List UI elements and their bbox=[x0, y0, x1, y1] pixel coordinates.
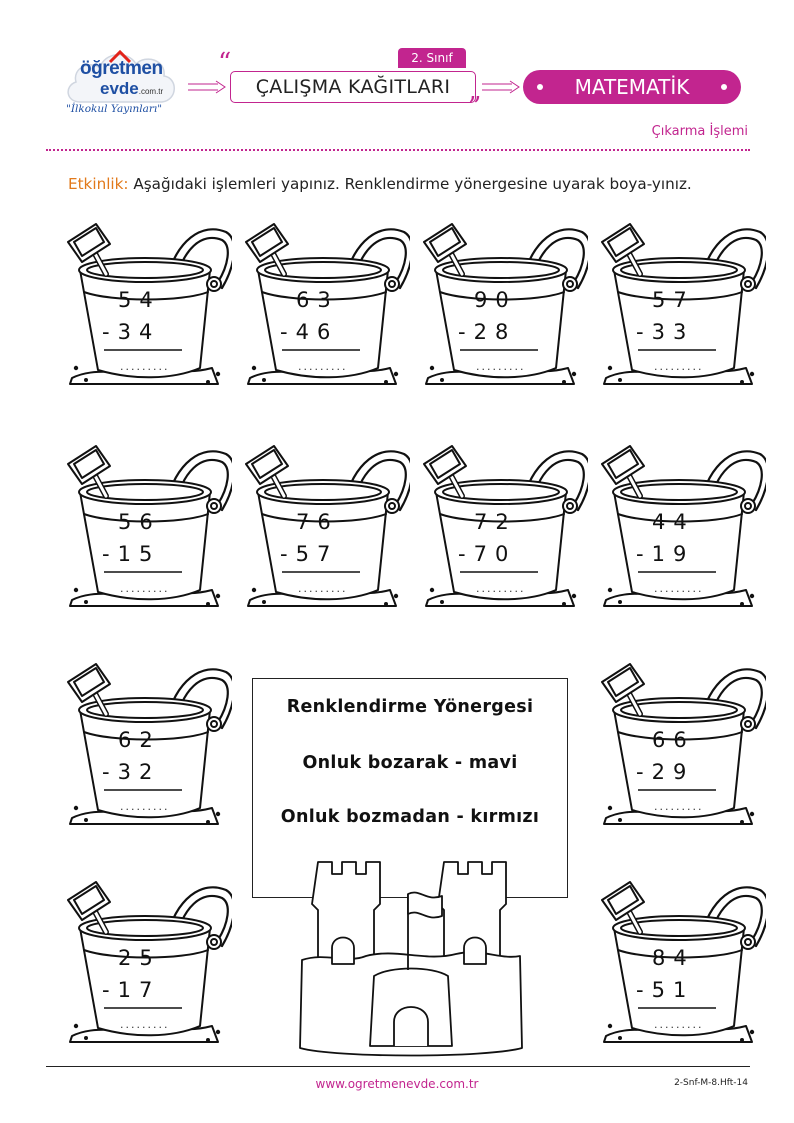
subtrahend: -32 bbox=[102, 760, 161, 784]
footer-url[interactable]: www.ogretmenevde.com.tr bbox=[315, 1077, 479, 1091]
answer-blank[interactable]: ......... bbox=[654, 800, 704, 813]
board-rule-2: Onluk bozmadan - kırmızı bbox=[280, 807, 540, 827]
answer-line bbox=[104, 349, 182, 351]
minuend: 57 bbox=[652, 288, 695, 312]
page-title: ÇALIŞMA KAĞITLARI bbox=[230, 71, 476, 103]
instruction-label: Etkinlik: bbox=[68, 175, 129, 193]
minuend: 66 bbox=[652, 728, 695, 752]
answer-blank[interactable]: ......... bbox=[654, 582, 704, 595]
subject-badge: MATEMATİK bbox=[523, 70, 741, 104]
bucket-problem: 44 -19......... bbox=[596, 440, 766, 610]
minuend: 84 bbox=[652, 946, 695, 970]
coloring-instructions-board: Renklendirme Yönergesi Onluk bozarak - m… bbox=[252, 678, 568, 898]
page-code: 2-Snf-M-8.Hft-14 bbox=[674, 1078, 748, 1088]
answer-blank[interactable]: ......... bbox=[120, 800, 170, 813]
answer-line bbox=[282, 571, 360, 573]
subtrahend: -15 bbox=[102, 542, 161, 566]
subtrahend: -70 bbox=[458, 542, 517, 566]
answer-blank[interactable]: ......... bbox=[120, 1018, 170, 1031]
topic-label: Çıkarma İşlemi bbox=[651, 124, 748, 139]
answer-line bbox=[638, 1007, 716, 1009]
minuend: 72 bbox=[474, 510, 517, 534]
bucket-problem: 62 -32......... bbox=[62, 658, 232, 828]
bucket-problem: 54 -34......... bbox=[62, 218, 232, 388]
answer-blank[interactable]: ......... bbox=[476, 360, 526, 373]
subtrahend: -17 bbox=[102, 978, 161, 1002]
instruction-text: Etkinlik: Aşağıdaki işlemleri yapınız. R… bbox=[68, 175, 728, 193]
answer-line bbox=[638, 789, 716, 791]
subtrahend: -57 bbox=[280, 542, 339, 566]
footer-divider bbox=[46, 1066, 750, 1067]
subtrahend: -29 bbox=[636, 760, 695, 784]
answer-blank[interactable]: ......... bbox=[120, 360, 170, 373]
bullet-icon bbox=[720, 84, 727, 90]
answer-blank[interactable]: ......... bbox=[298, 360, 348, 373]
answer-line bbox=[460, 349, 538, 351]
bucket-problem: 25 -17......... bbox=[62, 876, 232, 1046]
answer-line bbox=[104, 1007, 182, 1009]
subtrahend: -46 bbox=[280, 320, 339, 344]
instruction-body: Aşağıdaki işlemleri yapınız. Renklendirm… bbox=[133, 175, 692, 193]
answer-line bbox=[638, 571, 716, 573]
answer-line bbox=[638, 349, 716, 351]
minuend: 25 bbox=[118, 946, 161, 970]
open-quote-icon: “ bbox=[218, 48, 232, 78]
board-rule-1: Onluk bozarak - mavi bbox=[302, 753, 518, 773]
subject-label: MATEMATİK bbox=[574, 75, 690, 99]
bucket-problem: 56 -15......... bbox=[62, 440, 232, 610]
answer-line bbox=[104, 789, 182, 791]
minuend: 44 bbox=[652, 510, 695, 534]
bucket-problem: 66 -29......... bbox=[596, 658, 766, 828]
minuend: 62 bbox=[118, 728, 161, 752]
subtrahend: -19 bbox=[636, 542, 695, 566]
answer-blank[interactable]: ......... bbox=[654, 1018, 704, 1031]
bucket-problem: 63 -46......... bbox=[240, 218, 410, 388]
bucket-problem: 90 -28......... bbox=[418, 218, 588, 388]
sand-castle-icon bbox=[299, 861, 523, 1057]
arrow-right-icon bbox=[188, 80, 226, 94]
answer-blank[interactable]: ......... bbox=[476, 582, 526, 595]
answer-blank[interactable]: ......... bbox=[120, 582, 170, 595]
arrow-right-icon bbox=[482, 80, 520, 94]
bucket-problem: 84 -51......... bbox=[596, 876, 766, 1046]
subtrahend: -34 bbox=[102, 320, 161, 344]
subtrahend: -51 bbox=[636, 978, 695, 1002]
bucket-problem: 72 -70......... bbox=[418, 440, 588, 610]
minuend: 76 bbox=[296, 510, 339, 534]
board-title: Renklendirme Yönergesi bbox=[286, 697, 534, 717]
answer-blank[interactable]: ......... bbox=[298, 582, 348, 595]
minuend: 63 bbox=[296, 288, 339, 312]
answer-line bbox=[282, 349, 360, 351]
logo-subtext: evde.com.tr bbox=[100, 79, 164, 98]
answer-line bbox=[460, 571, 538, 573]
close-quote-icon: ” bbox=[468, 92, 482, 122]
minuend: 56 bbox=[118, 510, 161, 534]
subtrahend: -33 bbox=[636, 320, 695, 344]
subtrahend: -28 bbox=[458, 320, 517, 344]
bullet-icon bbox=[537, 84, 543, 90]
logo-tagline: "İlkokul Yayınları" bbox=[66, 103, 163, 115]
minuend: 54 bbox=[118, 288, 161, 312]
minuend: 90 bbox=[474, 288, 517, 312]
logo-text: öğretmen bbox=[80, 58, 163, 79]
logo-cloud-icon bbox=[67, 49, 175, 103]
header-divider bbox=[46, 149, 750, 151]
answer-line bbox=[104, 571, 182, 573]
grade-badge: 2. Sınıf bbox=[398, 48, 466, 68]
bucket-problem: 76 -57......... bbox=[240, 440, 410, 610]
bucket-problem: 57 -33......... bbox=[596, 218, 766, 388]
answer-blank[interactable]: ......... bbox=[654, 360, 704, 373]
